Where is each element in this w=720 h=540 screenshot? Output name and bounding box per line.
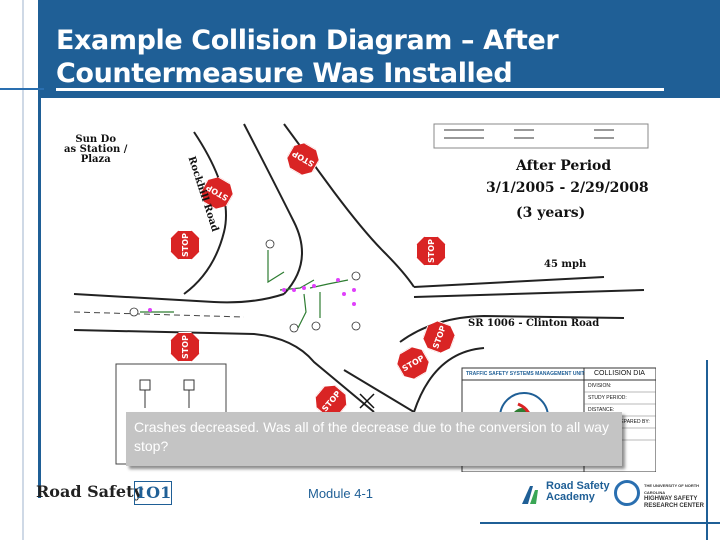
- slide-title: Example Collision Diagram – After Counte…: [56, 25, 559, 89]
- road-safety-logo: Road Safety: [36, 482, 143, 501]
- stop-sign: STOP: [416, 236, 446, 266]
- road-label: SR 1006 - Clinton Road: [468, 318, 600, 329]
- data-box-field: DISTANCE:: [588, 407, 615, 413]
- title-bar: [38, 0, 720, 98]
- stop-sign: STOP: [170, 332, 200, 362]
- road-safety-academy-icon: [522, 486, 538, 504]
- brand-line: THE UNIVERSITY OF NORTH CAROLINA: [644, 483, 700, 495]
- period-dates: 3/1/2005 - 2/29/2008: [486, 180, 649, 196]
- gas-station-label: Sun Do as Station / Plaza: [64, 134, 128, 165]
- hsrc-logo-icon: [614, 480, 640, 506]
- decor-line: [38, 0, 41, 498]
- decor-line: [706, 360, 708, 540]
- decor-line: [0, 88, 44, 90]
- data-box-field: DIVISION:: [588, 383, 612, 389]
- data-box-field: STUDY PERIOD:: [588, 395, 627, 401]
- brand-line: HIGHWAY SAFETY: [644, 496, 698, 502]
- caption-box: Crashes decreased. Was all of the decrea…: [126, 412, 622, 466]
- brand-line: Road Safety: [546, 480, 610, 492]
- speed-limit-label: 45 mph: [544, 259, 587, 270]
- period-years: (3 years): [516, 205, 586, 221]
- data-box-heading: COLLISION DIA: [594, 370, 645, 377]
- brand-line: Academy: [546, 491, 595, 503]
- title-underline: [56, 88, 664, 91]
- data-box-title: TRAFFIC SAFETY SYSTEMS MANAGEMENT UNIT: [466, 371, 585, 377]
- road-safety-101-badge: 1O1: [134, 481, 172, 505]
- brand-line: RESEARCH CENTER: [644, 503, 705, 509]
- stop-sign: STOP: [170, 230, 200, 260]
- decor-line: [22, 0, 24, 540]
- hsrc-logo: THE UNIVERSITY OF NORTH CAROLINA HIGHWAY…: [644, 482, 720, 510]
- decor-line: [480, 522, 720, 524]
- module-label: Module 4-1: [308, 486, 374, 501]
- road-safety-academy-logo: Road Safety Academy: [546, 481, 610, 503]
- period-title: After Period: [516, 158, 612, 174]
